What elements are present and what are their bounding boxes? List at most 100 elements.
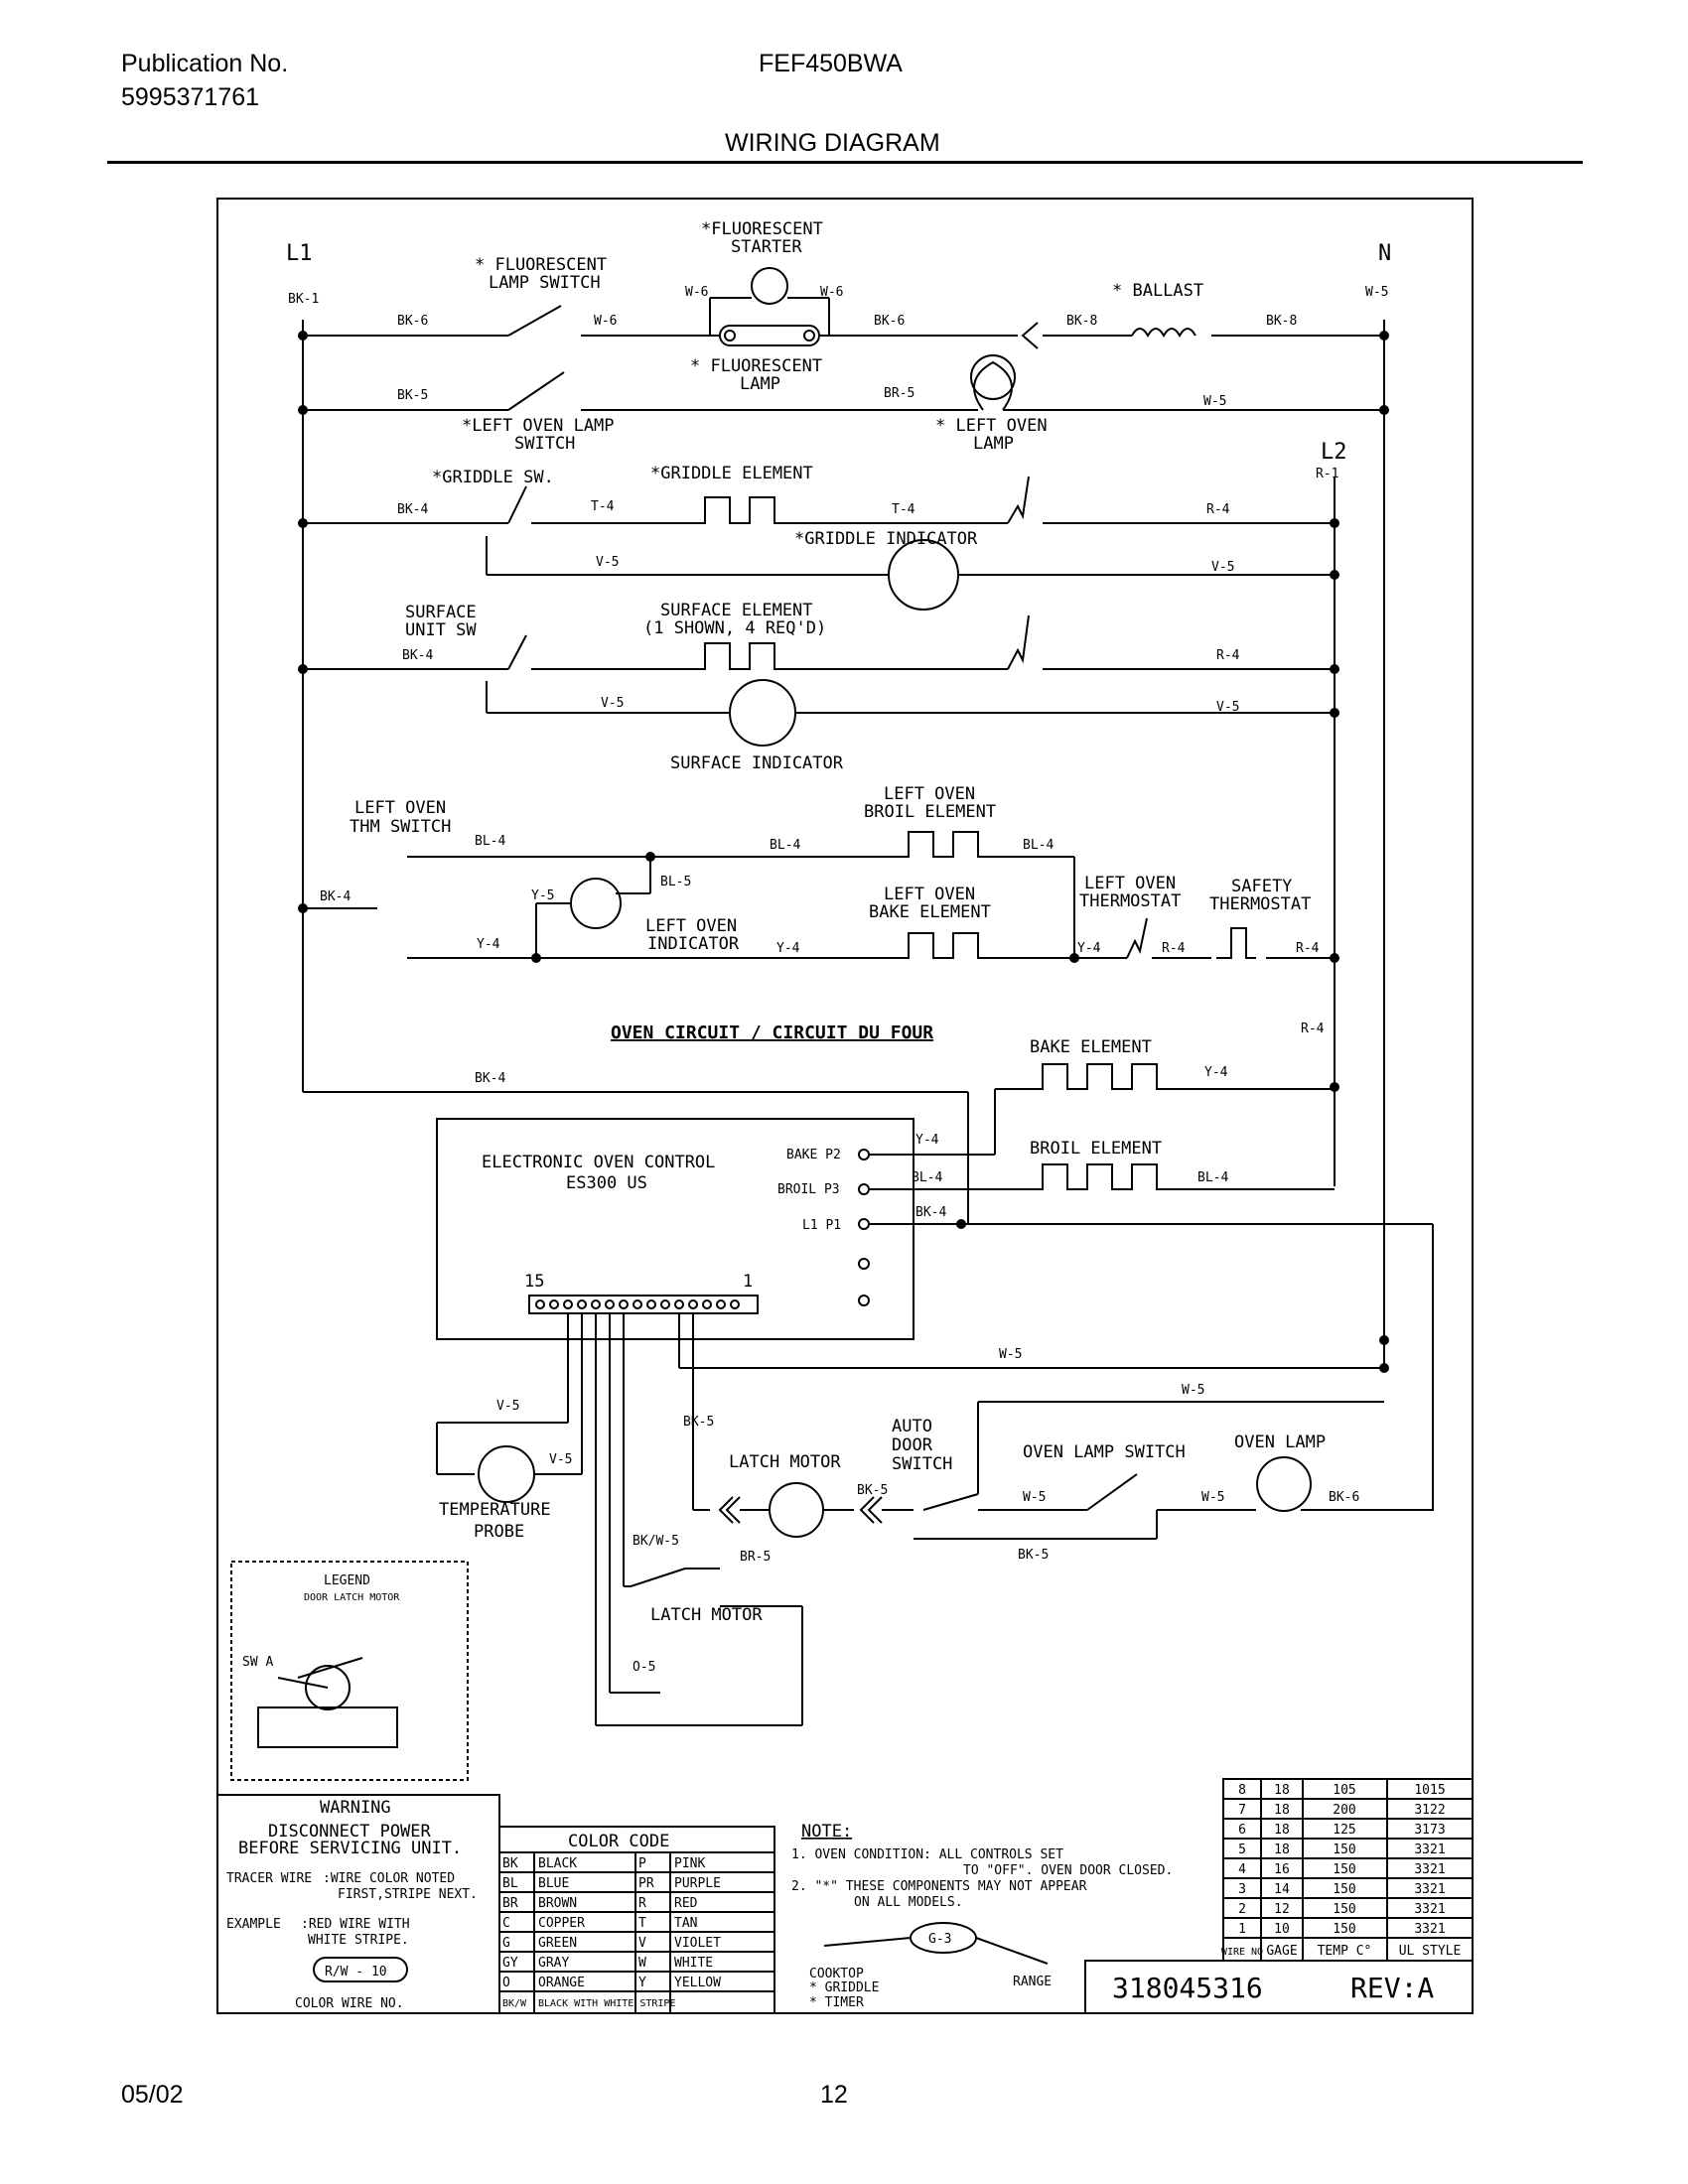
wire-table-cell: 1015	[1414, 1783, 1445, 1798]
wire-r1: R-1	[1316, 467, 1338, 481]
wire-table-cell: 8	[1238, 1783, 1246, 1798]
l1-bus	[302, 320, 969, 1225]
griddle-indicator-label: *GRIDDLE INDICATOR	[794, 529, 978, 549]
wire-bk8-a: BK-8	[1066, 314, 1097, 329]
wire-t4-b: T-4	[892, 502, 915, 517]
left-oven-circuit	[303, 831, 1335, 959]
note-line-4: ON ALL MODELS.	[854, 1895, 963, 1910]
left-oven-thermostat-label-2: THERMOSTAT	[1079, 891, 1181, 911]
wire-w6-b: W-6	[685, 285, 708, 300]
color-code-title: COLOR CODE	[568, 1832, 669, 1851]
part-number: 318045316	[1112, 1972, 1263, 2004]
surface-element-label-2: (1 SHOWN, 4 REQ'D)	[643, 618, 826, 638]
wire-br5-a: BR-5	[884, 386, 914, 401]
color-code-cell: W	[638, 1956, 646, 1971]
fl-starter-label-2: STARTER	[731, 237, 802, 257]
eoc-label-2: ES300 US	[566, 1173, 647, 1193]
left-oven-broil-label-2: BROIL ELEMENT	[864, 802, 996, 822]
wire-w5-b: W-5	[1203, 394, 1226, 409]
eoc-l1-pin: L1 P1	[802, 1218, 841, 1233]
wire-table-cell: 18	[1274, 1823, 1290, 1838]
wire-table-cell: 3321	[1414, 1882, 1445, 1897]
wire-table-cell: 18	[1274, 1803, 1290, 1818]
color-code-cell: COPPER	[538, 1916, 585, 1931]
wire-table-cell: 150	[1333, 1843, 1355, 1857]
example-caption: COLOR WIRE NO.	[295, 1996, 404, 2011]
fl-lamp-switch-label-1: * FLUORESCENT	[475, 255, 607, 275]
wire-table-cell: 18	[1274, 1783, 1290, 1798]
color-code-cell: R	[638, 1896, 646, 1911]
wire-r4-c: R-4	[1162, 941, 1186, 956]
ground-wire-right	[975, 1937, 1049, 1965]
left-oven-thermostat-label-1: LEFT OVEN	[1084, 874, 1176, 893]
wire-v5-a: V-5	[596, 555, 619, 570]
left-oven-indicator-label-2: INDICATOR	[647, 934, 740, 954]
surface-unit-sw-label-1: SURFACE	[405, 603, 477, 622]
publication-number: 5995371761	[121, 83, 260, 111]
tracer-label: TRACER WIRE	[226, 1871, 312, 1886]
griddle-sw-label: *GRIDDLE SW.	[432, 468, 554, 487]
fl-lamp-label-2: LAMP	[740, 374, 780, 394]
tracer-text-1: :WIRE COLOR NOTED	[323, 1871, 455, 1886]
note-line-2: TO "OFF". OVEN DOOR CLOSED.	[963, 1863, 1173, 1878]
left-oven-thm-switch-label-2: THM SWITCH	[350, 817, 451, 837]
fluorescent-circuit	[303, 267, 1384, 349]
example-text-2: WHITE STRIPE.	[308, 1933, 409, 1948]
auto-door-switch-label-1: AUTO	[892, 1417, 932, 1436]
revision: REV:A	[1350, 1972, 1434, 2004]
fl-lamp-label-1: * FLUORESCENT	[690, 356, 822, 376]
wire-table-cell: 7	[1238, 1803, 1246, 1818]
wire-bkw5: BK/W-5	[633, 1534, 679, 1549]
wire-bk6-a: BK-6	[397, 314, 428, 329]
color-code-cell: G	[502, 1936, 510, 1951]
color-code-cell: BK	[502, 1856, 518, 1871]
wire-bk4-e: BK-4	[915, 1205, 946, 1220]
publication-label: Publication No.	[121, 50, 289, 77]
wire-table-header: GAGE	[1266, 1944, 1297, 1959]
color-code-cell: Y	[638, 1976, 646, 1990]
color-code-cell: VIOLET	[674, 1936, 721, 1951]
range-label: RANGE	[1013, 1975, 1052, 1989]
wire-bk1: BK-1	[288, 292, 319, 307]
warning-line-1: DISCONNECT POWER	[268, 1822, 432, 1842]
wire-table-cell: 3122	[1414, 1803, 1445, 1818]
wire-bk5-d: BK-5	[1018, 1548, 1049, 1563]
wire-w5-c: W-5	[999, 1347, 1022, 1362]
wire-bl4-b: BL-4	[770, 838, 800, 853]
left-oven-lamp-switch-label-1: *LEFT OVEN LAMP	[462, 416, 615, 436]
color-code-cell: GY	[502, 1956, 518, 1971]
color-code-cell: C	[502, 1916, 510, 1931]
diagram-frame	[216, 198, 1474, 2014]
ballast-label: * BALLAST	[1112, 281, 1203, 301]
wire-table-cell: 12	[1274, 1902, 1290, 1917]
wire-table-cell: 10	[1274, 1922, 1290, 1937]
legend-box	[230, 1561, 469, 1781]
wire-table-cell: 1	[1238, 1922, 1246, 1937]
wire-v5-f: V-5	[549, 1452, 572, 1467]
door-latch-motor-sketch	[257, 1657, 398, 1748]
wire-table-cell: 2	[1238, 1902, 1246, 1917]
wire-y4-d: Y-4	[1204, 1065, 1228, 1080]
wire-t4-a: T-4	[591, 499, 615, 514]
broil-element-label: BROIL ELEMENT	[1030, 1139, 1162, 1159]
color-code-cell: BLACK WITH WHITE STRIPE	[538, 1998, 675, 2009]
left-oven-broil-label-1: LEFT OVEN	[884, 784, 975, 804]
wire-table-cell: 3321	[1414, 1922, 1445, 1937]
wire-v5-e: V-5	[496, 1399, 519, 1414]
left-oven-thm-switch-label-1: LEFT OVEN	[354, 798, 446, 818]
surface-indicator-label: SURFACE INDICATOR	[670, 753, 844, 773]
wire-o5: O-5	[633, 1660, 655, 1675]
color-code-cell: P	[638, 1856, 646, 1871]
l1-label: L1	[286, 241, 313, 266]
wire-bk5-c: BK-5	[857, 1483, 888, 1498]
wire-table-cell: 3321	[1414, 1843, 1445, 1857]
color-code-cell: TAN	[674, 1916, 697, 1931]
wire-bk5-a: BK-5	[397, 388, 428, 403]
wire-table-cell: 16	[1274, 1862, 1290, 1877]
warning-line-2: BEFORE SERVICING UNIT.	[238, 1839, 462, 1858]
fl-lamp-switch-label-2: LAMP SWITCH	[489, 273, 601, 293]
wire-y4-a: Y-4	[477, 937, 500, 952]
latch-motor-label-b: LATCH MOTOR	[650, 1605, 763, 1625]
color-code-cell: ORANGE	[538, 1976, 585, 1990]
